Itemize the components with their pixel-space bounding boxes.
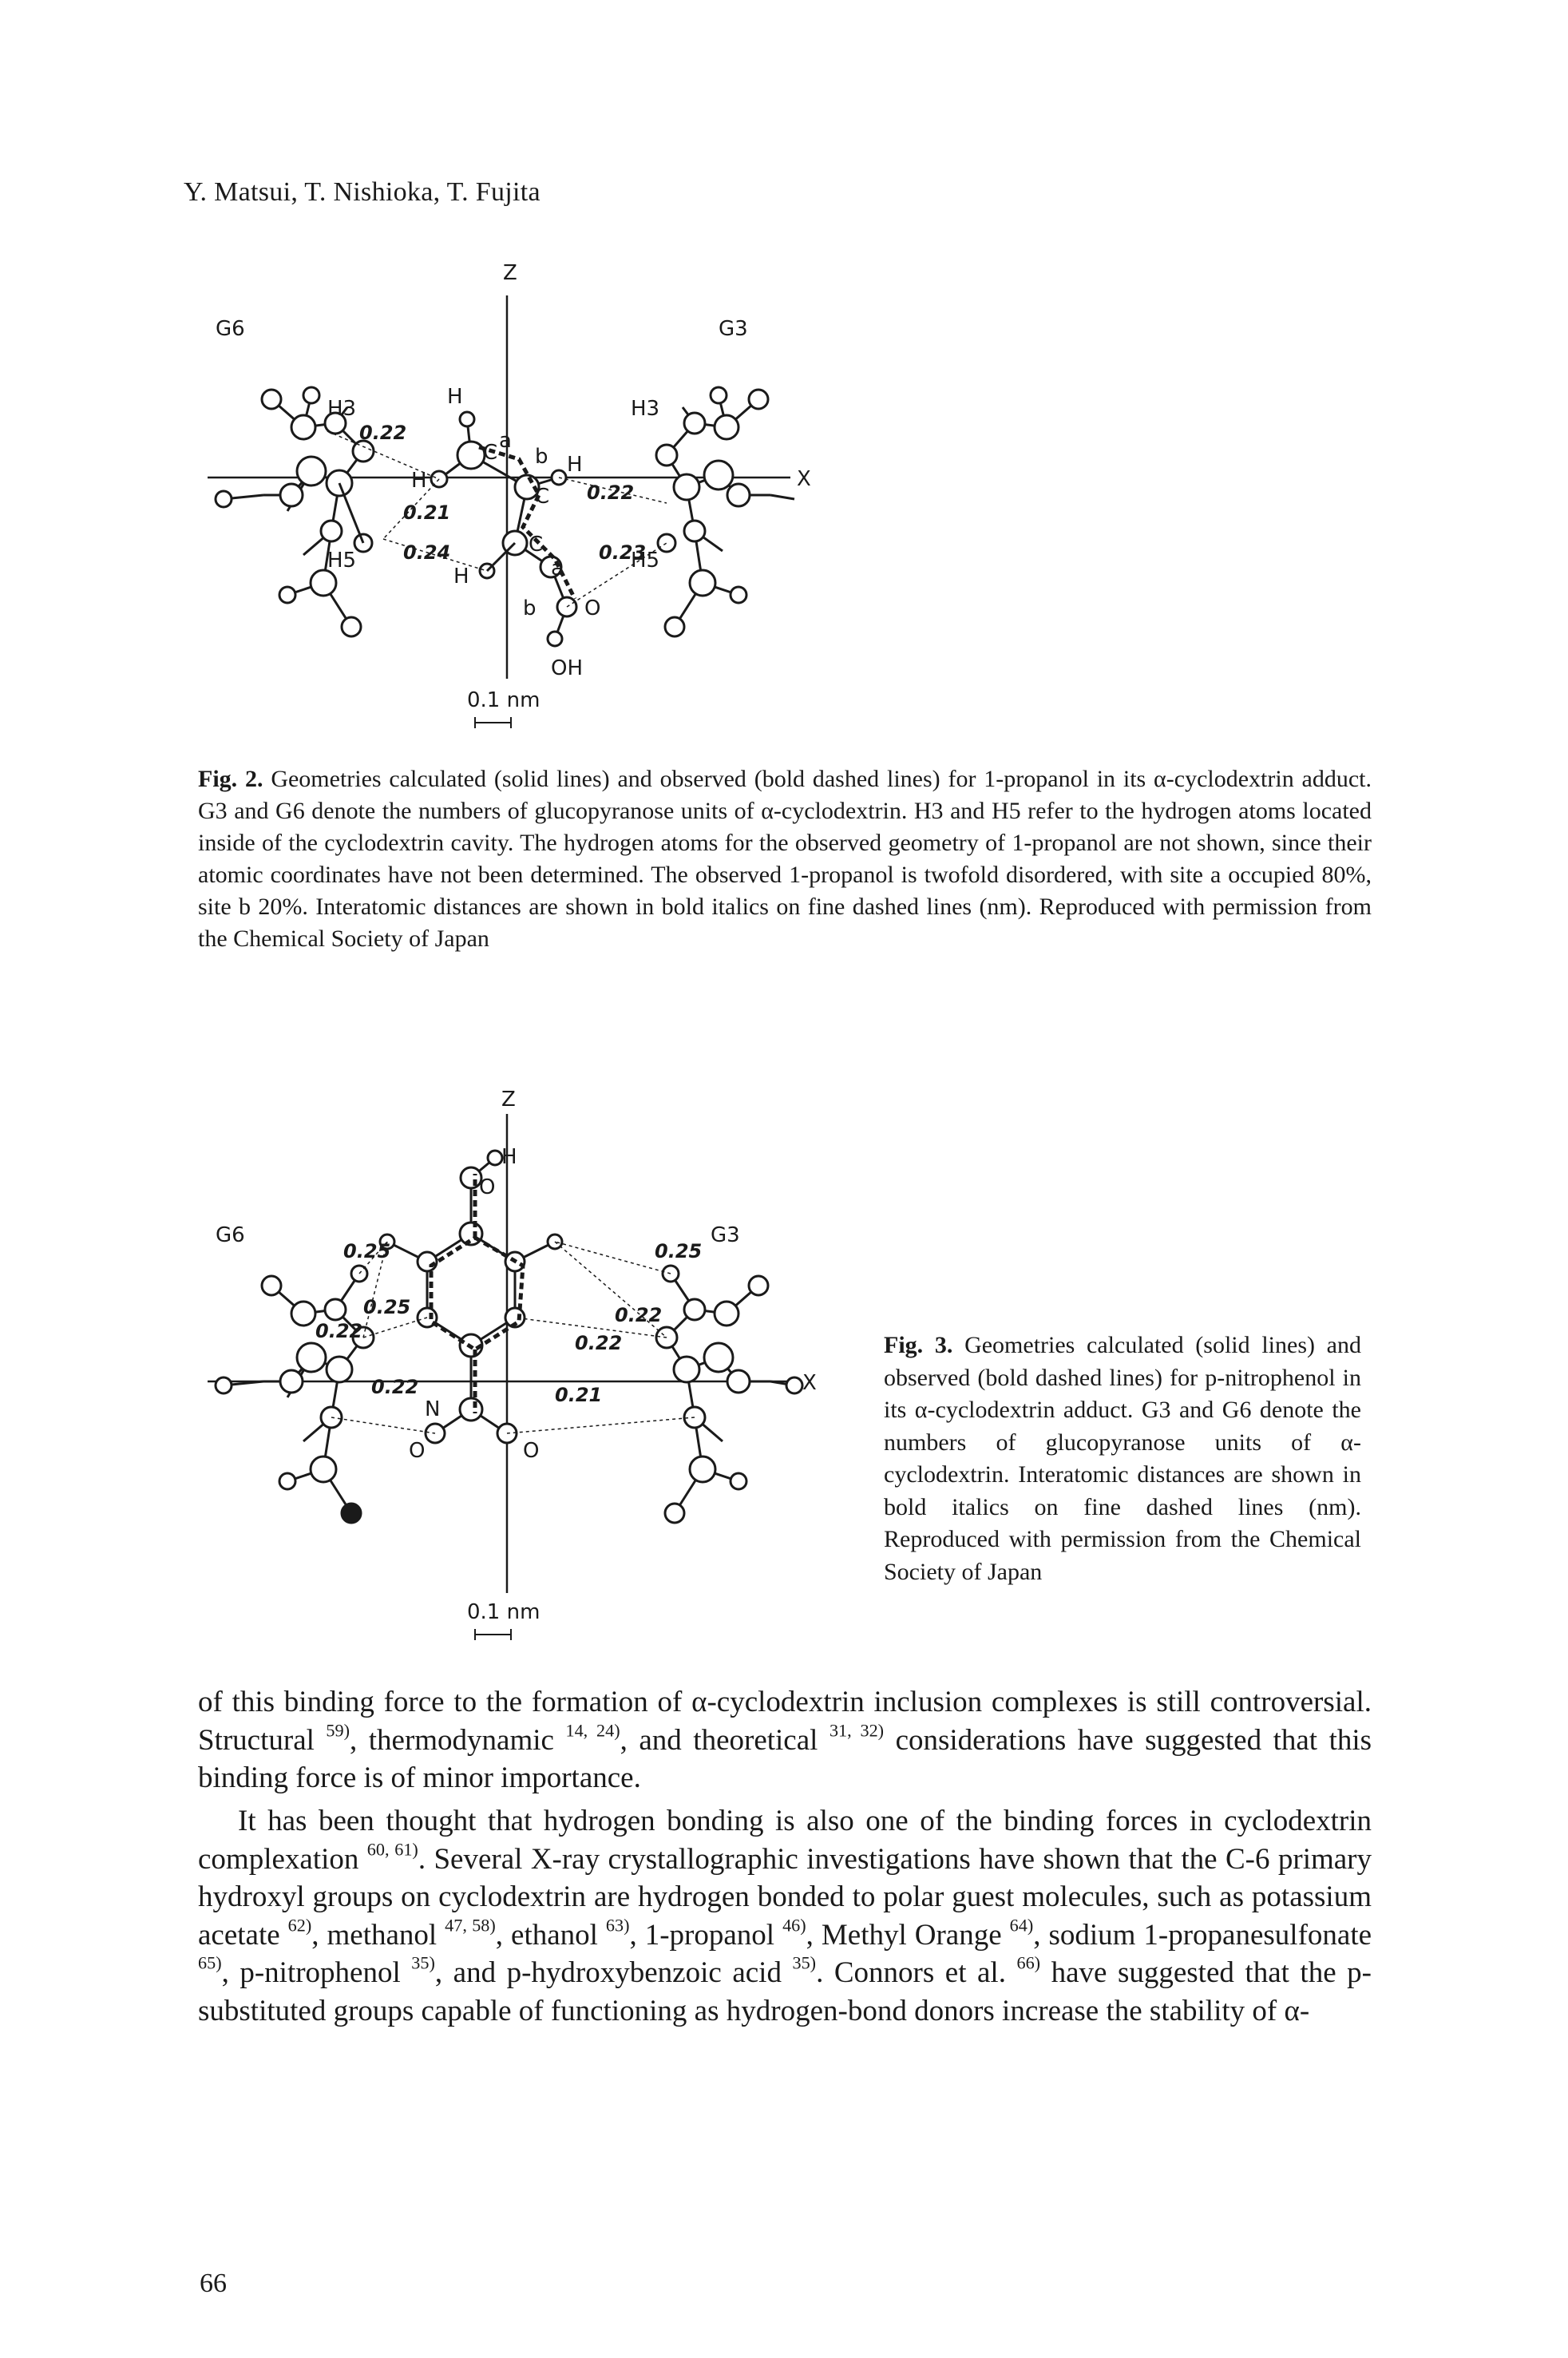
fig2-h3-left: H3 [327,397,356,421]
fig3-dist-7: 0.22 [371,1376,418,1398]
text-run: . Several X-ray crystallographic investi… [198,1842,1372,1952]
citation-ref: 46) [782,1914,806,1935]
fig2-h-mid-left: H [411,469,427,493]
fig2-h5-right: H5 [631,549,659,573]
text-run: , ethanol [495,1918,606,1952]
fig2-a-low: a [551,557,564,581]
propanol-guest [430,410,578,648]
running-header: Y. Matsui, T. Nishioka, T. Fujita [184,177,540,207]
fig2-h-bottom: H [453,565,469,589]
fig2-a-top: a [499,429,512,453]
fig3-dist-4: 0.22 [615,1304,662,1326]
fig2-b-top: b [535,445,548,469]
fig2-g6-label: G6 [216,317,245,341]
fig2-o-low: O [584,596,600,620]
fig2-c-mid: C [535,485,549,509]
text-run: , 1-propanol [629,1918,783,1952]
figure-2-caption-label: Fig. 2. [198,766,263,792]
fig3-dist-6: 0.22 [575,1332,622,1354]
left-glucose-unit [214,1264,375,1524]
fig3-x-label: X [802,1371,817,1395]
citation-ref: 47, 58) [445,1914,496,1935]
text-run: , and p-hydroxybenzoic acid [434,1956,793,1989]
text-run: , thermodynamic [350,1723,566,1757]
figure-2: Z G6 G3 X H3 H3 H5 H5 H H H H OH C C C a… [200,256,918,735]
text-run: , p-nitrophenol [221,1956,412,1989]
fig2-x-label: X [797,467,811,491]
citation-ref: 62) [287,1914,312,1935]
fig3-n-label: N [425,1397,440,1421]
text-run: It has been thought that hydrogen bondin… [198,1805,1372,1876]
figure-3: Z G6 G3 X H O N O O 0.25 0.22 0.25 0.22 … [200,1082,886,1705]
figure-3-diagram: Z G6 G3 X H O N O O 0.25 0.22 0.25 0.22 … [208,1088,817,1640]
left-glucose-unit [214,386,375,638]
text-run: have suggested that the p-substituted gr… [198,1956,1372,2027]
body-paragraph-2: It has been thought that hydrogen bondin… [198,1802,1372,2030]
text-run: , methanol [311,1918,445,1952]
fig3-o-right: O [523,1439,539,1463]
fig3-oh-label: H [501,1145,517,1169]
text-run: . Connors et al. [816,1956,1017,1989]
fig3-dist-2: 0.22 [315,1320,362,1342]
fig2-z-label: Z [503,261,517,285]
fig3-o-top: O [479,1175,495,1199]
fig2-h5-left: H5 [327,549,356,573]
citation-ref: 63) [605,1914,630,1935]
fig2-dist-5: 0.23 [599,541,646,564]
figure-3-caption-text: Geometries calculated (solid lines) and … [884,1332,1361,1585]
fig3-o-left: O [409,1439,425,1463]
fig3-scale-bar [474,1629,512,1640]
citation-ref: 64) [1009,1914,1034,1935]
citation-ref: 65) [198,1952,222,1973]
fig2-dist-3: 0.24 [403,541,450,564]
text-run: , Methyl Orange [806,1918,1010,1952]
citation-ref: 35) [792,1952,817,1973]
fig3-dist-3: 0.25 [363,1296,410,1318]
fig2-b-low: b [523,596,537,620]
fig3-dist-5: 0.25 [655,1240,702,1262]
fig3-g3-label: G3 [711,1223,740,1247]
citation-ref: 35) [411,1952,435,1973]
fig3-g6-label: G6 [216,1223,245,1247]
fig2-c-low: C [529,533,543,557]
page-number: 66 [200,2269,227,2298]
fig2-h-mid-right: H [567,453,583,477]
figure-3-caption: Fig. 3. Geometries calculated (solid lin… [884,1330,1361,1588]
figure-2-caption-text: Geometries calculated (solid lines) and … [198,766,1372,952]
body-paragraph-1: of this binding force to the formation o… [198,1683,1372,1797]
fig2-g3-label: G3 [719,317,748,341]
text-run: considerations have suggested that this … [198,1723,1372,1795]
figure-2-diagram: Z G6 G3 X H3 H3 H5 H5 H H H H OH C C C a… [208,261,811,728]
fig2-scale-label: 0.1 nm [467,688,540,712]
citation-ref: 31, 32) [829,1719,885,1740]
fig2-dist-1: 0.22 [359,422,406,444]
fig3-scale-label: 0.1 nm [467,1600,540,1624]
fig2-c-top: C [483,441,497,465]
citation-ref: 66) [1016,1952,1041,1973]
text-run: of this binding force to the formation o… [198,1686,1372,1757]
text-run: , and theoretical [620,1723,830,1757]
fig2-scale-bar [474,717,512,728]
citation-ref: 60, 61) [366,1838,418,1859]
citation-ref: 59) [326,1719,350,1740]
fig2-dist-4: 0.22 [587,482,634,504]
right-glucose-unit [655,1264,804,1524]
fig2-h3-right: H3 [631,397,659,421]
fig3-dist-1: 0.25 [343,1240,390,1262]
fig3-z-label: Z [501,1088,516,1112]
fig2-oh: OH [551,656,583,680]
fig2-dist-2: 0.21 [403,501,450,524]
fig2-h-top: H [447,385,463,409]
right-glucose-unit [655,386,795,638]
figure-2-caption: Fig. 2. Geometries calculated (solid lin… [198,763,1372,955]
fig3-dist-8: 0.21 [555,1384,602,1406]
citation-ref: 14, 24) [565,1719,620,1740]
figure-3-caption-label: Fig. 3. [884,1332,953,1358]
text-run: , sodium 1-propanesulfonate [1033,1918,1372,1952]
